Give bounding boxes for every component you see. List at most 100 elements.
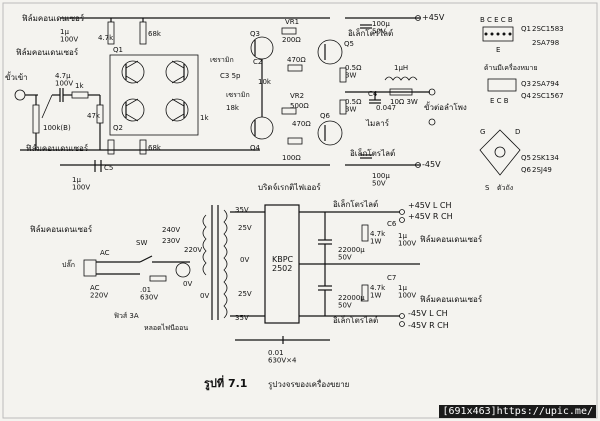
label-r1k-b: 1k — [200, 114, 209, 122]
label-input: ขั้วเข้า — [5, 71, 28, 82]
label-vr2: VR2 — [290, 92, 304, 100]
label-r47k-b: 4.7k — [98, 34, 114, 42]
label-neon: หลอดไฟนีออน — [144, 323, 188, 332]
label-mylar: ไมลาร์ — [365, 118, 390, 128]
label-r470a: 470Ω — [287, 56, 306, 64]
label-pin-q3: Q3 — [521, 80, 531, 88]
label-q4: Q4 — [250, 144, 261, 152]
label-q6: Q6 — [320, 112, 331, 120]
label-elec-1: อิเล็กโตรไลต์ — [348, 28, 393, 38]
label-pin-q4: Q4 — [521, 92, 532, 100]
label-vr1: VR1 — [285, 18, 299, 26]
q3q4-package — [487, 78, 517, 92]
label-r47k: 47k — [87, 112, 101, 120]
neon-lamp — [175, 262, 191, 278]
label-pin-view: ด้านมีเครื่องหมาย — [484, 63, 538, 72]
label-film-cap-3: ฟิล์มคอนเดนเซอร์ — [26, 143, 89, 153]
label-pot: 100k(B) — [43, 124, 71, 132]
label-c4: C4 — [368, 90, 378, 98]
label-r470b: 470Ω — [292, 120, 311, 128]
amplifier-circuit — [14, 15, 436, 172]
label-pin-q1-code: 2SC1583 — [532, 25, 564, 33]
q4-transistor — [250, 116, 274, 140]
label-ceramic-1: เซรามิก — [210, 56, 234, 64]
label-pin-q6: Q6 — [521, 166, 532, 174]
label-elec-b: อิเล็กโตรไลต์ — [333, 315, 378, 325]
label-speaker-out: ขั้วต่อลำโพง — [424, 101, 467, 112]
speaker-terminal-minus — [428, 118, 436, 126]
label-fuse: ฟิวส์ 3A — [114, 312, 139, 320]
label-plug: ปลั๊ก — [62, 259, 75, 269]
label-q2: Q2 — [113, 124, 123, 132]
label-pin-q4-code: 2SC1567 — [532, 92, 564, 100]
q6-mosfet — [317, 120, 343, 146]
label-bridge: บริดจ์เรกติไฟเออร์ — [258, 182, 321, 192]
q5-mosfet — [317, 39, 343, 65]
label-v0c: 0V — [240, 256, 249, 264]
label-film-a: ฟิล์มคอนเดนเซอร์ — [420, 234, 483, 244]
q1q2-package — [482, 26, 514, 42]
label-c4-val: 0.047 — [376, 104, 396, 112]
label-plus45: +45V — [422, 13, 445, 22]
label-v25b: 25V — [238, 290, 252, 298]
label-out-2: +45V R CH — [408, 212, 453, 221]
speaker-terminal-plus — [428, 88, 436, 96]
vr1 — [281, 27, 297, 35]
label-pin-bcbce: B C E C B — [480, 16, 513, 24]
label-pin-g: G — [480, 128, 485, 136]
label-ceramic-2: เซรามิก — [226, 91, 250, 99]
label-c7: C7 — [387, 274, 396, 282]
label-v220: 220V — [184, 246, 202, 254]
label-pin-q5: Q5 — [521, 154, 531, 162]
label-v230: 230V — [162, 237, 180, 245]
label-psu-film-cap: ฟิล์มคอนเดนเซอร์ — [30, 224, 93, 234]
input-jack — [14, 89, 26, 101]
label-pin-q6-code: 2SJ49 — [532, 166, 552, 174]
label-elec-a: อิเล็กโตรไลต์ — [333, 199, 378, 209]
volume-pot — [32, 104, 40, 134]
label-pin-q1: Q1 — [521, 25, 531, 33]
label-pin-e: E — [496, 46, 500, 54]
mosfet-package — [479, 129, 521, 176]
label-pin-d: D — [515, 128, 520, 136]
figure-number: รูปที่ 7.1 — [204, 375, 247, 391]
label-ac: AC — [100, 249, 110, 257]
q2-transistor — [121, 98, 189, 122]
q3-transistor — [250, 36, 274, 60]
label-pin-ecb: E C B — [490, 97, 509, 105]
label-vr2-val: 500Ω — [290, 102, 309, 110]
label-v25a: 25V — [238, 224, 252, 232]
label-r68k: 68k — [148, 30, 162, 38]
label-film-cap-1: ฟิล์มคอนเดนเซอร์ — [22, 13, 85, 23]
vr2 — [281, 107, 297, 115]
label-c3: C3 5p — [220, 72, 241, 80]
label-v0b: 0V — [183, 280, 192, 288]
ac-plug — [83, 259, 97, 277]
label-v0: 0V — [200, 292, 209, 300]
label-c2p: C2 — [253, 58, 262, 66]
label-c6: C6 — [387, 220, 397, 228]
label-q5: Q5 — [344, 40, 354, 48]
label-r68k-b: 68k — [148, 144, 162, 152]
q1-transistor — [121, 60, 189, 84]
label-elec-2: อิเล็กโตรไลต์ — [350, 148, 395, 158]
label-c5: C5 — [104, 164, 113, 172]
label-l1: 1μH — [394, 64, 408, 72]
label-r100: 100Ω — [282, 154, 301, 162]
pinout-diagrams — [479, 26, 521, 176]
label-out-3: -45V L CH — [408, 309, 448, 318]
watermark: [691x463]https://upic.me/ — [439, 405, 596, 418]
